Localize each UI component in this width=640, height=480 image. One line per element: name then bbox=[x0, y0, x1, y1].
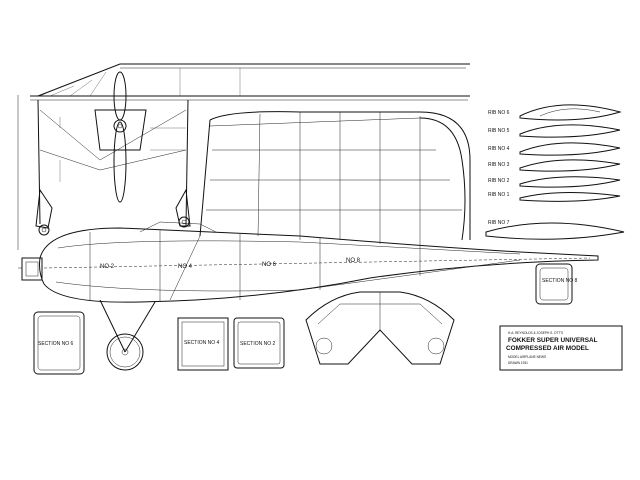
title-note-1: MODEL AIRPLANE NEWS bbox=[508, 355, 546, 359]
front-view-wheel-right bbox=[175, 188, 191, 228]
rib-7: RIB NO 7 bbox=[485, 220, 625, 240]
title-block: H.A. REYNOLDS & JOSEPH S. OTT'S FOKKER S… bbox=[499, 325, 623, 371]
fuselage-side-view: NO 2 NO 4 NO 6 NO 8 bbox=[18, 221, 599, 303]
svg-text:SECTION NO 4: SECTION NO 4 bbox=[184, 340, 220, 346]
svg-text:RIB NO 4: RIB NO 4 bbox=[488, 146, 510, 152]
wing-plan-view bbox=[17, 63, 470, 250]
landing-gear-front-view bbox=[35, 71, 191, 236]
propeller bbox=[113, 71, 127, 203]
svg-text:RIB NO 7: RIB NO 7 bbox=[488, 220, 510, 226]
title-byline: H.A. REYNOLDS & JOSEPH S. OTT'S bbox=[508, 331, 563, 335]
rib-6: RIB NO 6 bbox=[488, 104, 622, 121]
rib-profiles: RIB NO 6 RIB NO 5 RIB NO 4 RIB NO 3 RIB … bbox=[485, 104, 625, 240]
svg-text:SECTION NO 6: SECTION NO 6 bbox=[38, 341, 74, 347]
wing-side-view bbox=[169, 111, 471, 301]
section-no4: SECTION NO 4 bbox=[177, 317, 229, 371]
section-no8: SECTION NO 8 bbox=[535, 263, 578, 305]
engine-nose bbox=[18, 257, 43, 281]
svg-text:RIB NO 5: RIB NO 5 bbox=[488, 128, 510, 134]
station-no6-label: NO 6 bbox=[262, 262, 277, 268]
landing-gear-side bbox=[99, 299, 156, 371]
wing-ribs-plan bbox=[39, 68, 241, 97]
svg-text:SECTION NO 8: SECTION NO 8 bbox=[542, 278, 578, 284]
section-no2: SECTION NO 2 bbox=[233, 317, 285, 369]
title-subtitle: COMPRESSED AIR MODEL bbox=[506, 345, 589, 352]
svg-text:RIB NO 6: RIB NO 6 bbox=[488, 110, 510, 116]
title-note-2: DRAWN 1931 bbox=[508, 361, 528, 365]
svg-text:RIB NO 3: RIB NO 3 bbox=[488, 162, 510, 168]
tailplane-plan bbox=[305, 291, 455, 365]
rib-1: RIB NO 1 bbox=[488, 191, 621, 202]
svg-text:RIB NO 1: RIB NO 1 bbox=[488, 192, 510, 198]
rib-5: RIB NO 5 bbox=[488, 124, 621, 138]
wing-grid bbox=[206, 112, 462, 246]
station-no8-label: NO 8 bbox=[346, 258, 361, 264]
svg-text:RIB NO 2: RIB NO 2 bbox=[488, 178, 510, 184]
front-view-wheel-left bbox=[35, 188, 53, 236]
svg-text:SECTION NO 2: SECTION NO 2 bbox=[240, 341, 276, 347]
section-no6: SECTION NO 6 bbox=[33, 311, 85, 375]
title-name: FOKKER SUPER UNIVERSAL bbox=[508, 337, 598, 344]
rib-4: RIB NO 4 bbox=[488, 142, 621, 156]
rib-2: RIB NO 2 bbox=[488, 176, 621, 188]
station-no2-label: NO 2 bbox=[100, 264, 115, 270]
rib-3: RIB NO 3 bbox=[488, 159, 621, 172]
